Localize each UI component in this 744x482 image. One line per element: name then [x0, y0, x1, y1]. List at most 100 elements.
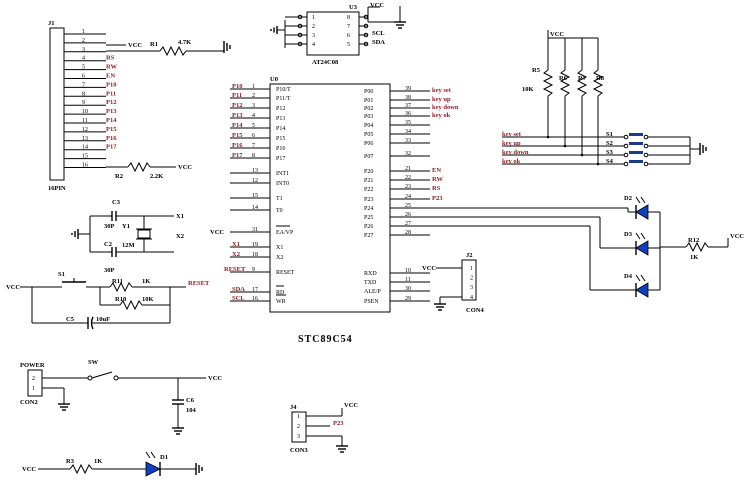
u0-pin-number: 8: [252, 153, 255, 159]
j1-pin-number: 13: [82, 136, 88, 142]
u0-pin-name: P00: [364, 89, 373, 95]
pullup-resistor: [592, 69, 604, 97]
u0-pin-name: P01: [364, 98, 373, 104]
j1-pin-number: 14: [82, 145, 88, 151]
x2-net: X2: [176, 233, 184, 240]
r1-ref: R1: [150, 41, 158, 48]
u0-pin-name: INT1: [276, 171, 289, 177]
r3-value: 1K: [94, 458, 102, 465]
vcc-label: VCC: [370, 2, 384, 9]
u0-pin-number: 22: [405, 175, 411, 181]
u0-pin-number: 31: [252, 227, 258, 233]
r1-resistor: VCC R1 4.7K: [106, 39, 231, 57]
r10-ref: R10: [115, 296, 126, 303]
switch-ref: S2: [606, 140, 613, 147]
u0-pin-number: 11: [405, 277, 411, 283]
u0-pin-name: P26: [364, 224, 373, 230]
j2-name: CON4: [466, 307, 484, 314]
pin-dot: [297, 32, 303, 38]
u0-pin-number: 33: [405, 138, 411, 144]
u0-pin-name: PSEN: [364, 299, 379, 305]
u0-pin-number: 24: [405, 194, 411, 200]
pullup-resistor: [542, 69, 554, 97]
u0-pin-name: P06: [364, 141, 373, 147]
d1-ref: D1: [160, 454, 168, 461]
led-ref: D2: [624, 195, 632, 202]
u0-pin-name: P25: [364, 215, 373, 221]
j2-body: [461, 259, 477, 301]
x1-net: X1: [176, 213, 184, 220]
u0-pin-name: P13: [276, 116, 285, 122]
switch-contact: [643, 152, 649, 158]
u0-pin-name: P12: [276, 106, 285, 112]
u0-pin-name: P22: [364, 187, 373, 193]
pin-dot: [363, 23, 369, 29]
pushbutton-icon: [629, 142, 643, 145]
y1-value: 12M: [122, 242, 135, 249]
j1-pin-number: 5: [82, 65, 85, 71]
j1-pin-number: 12: [82, 127, 88, 133]
pin-dot: [297, 41, 303, 47]
u3-scl-net: SCL: [372, 30, 385, 37]
u0-pin-name: EA/VP: [276, 230, 294, 236]
j1-pin-number: 4: [82, 56, 85, 62]
power-jack: [27, 369, 43, 397]
u3-pin-number: 1: [312, 15, 315, 21]
u0-left-net: P15: [232, 132, 243, 139]
r11-value: 1K: [142, 278, 150, 285]
j1-name: 16PIN: [48, 185, 66, 192]
u0-pin-name: P10/T: [276, 87, 291, 93]
switch-ref: S4: [606, 158, 614, 165]
j4-pin-number: 2: [297, 424, 300, 430]
u0-left-net: X1: [232, 241, 240, 248]
u0-pin-name: T1: [276, 196, 283, 202]
power-circuit: POWER CON2 2 1 SW VCC C6 104: [20, 359, 222, 435]
c2-ref: C2: [104, 241, 112, 248]
r7-ref: R7: [578, 75, 587, 82]
u3-pin-number: 3: [312, 33, 315, 39]
u0-pin-number: 17: [252, 287, 258, 293]
led-icon: [635, 204, 649, 220]
u0-pin-number: 39: [405, 86, 411, 92]
j2-pin-number: 2: [470, 276, 473, 282]
crystal-circuit: C3 30P X1 C2 30P X2 Y1 12M: [71, 199, 184, 274]
u0-pin-name: RD: [276, 290, 285, 296]
u0-right-net: EN: [432, 167, 441, 174]
j2-ref: J2: [466, 252, 473, 259]
j1-signal-label: P16: [106, 135, 117, 142]
u0-left-net: P10: [232, 83, 242, 90]
r5-value: 10K: [522, 86, 534, 93]
r2-value: 2.2K: [150, 173, 163, 180]
key-net-label: key ok: [502, 158, 521, 165]
j1-signal-label: P11: [106, 90, 116, 97]
u0-pin-number: 15: [252, 193, 258, 199]
u0-pin-number: 13: [252, 168, 258, 174]
j4-name: CON3: [290, 447, 308, 454]
pushbutton-icon: [629, 151, 643, 154]
u0-pin-number: 19: [252, 242, 258, 248]
led-arrow: [640, 196, 646, 204]
u3-pin-number: 8: [347, 15, 350, 21]
j1-pin-number: 15: [82, 154, 88, 160]
u0-pin-name: P02: [364, 106, 373, 112]
vcc-label: VCC: [550, 31, 564, 38]
pin-dot: [363, 41, 369, 47]
reset-circuit: VCC S1 R11 1K RESET R10 10K C5 10uF: [6, 271, 210, 330]
j4-connector: J4 CON3 123 VCC P23: [290, 402, 358, 454]
r6-ref: R6: [559, 75, 568, 82]
j4-pin-number: 3: [297, 434, 300, 440]
power-pin-1: 1: [32, 386, 35, 392]
u3-pin-number: 5: [347, 42, 350, 48]
r12-ref: R12: [688, 237, 699, 244]
j1-pin-number: 16: [82, 163, 88, 169]
junction: [546, 135, 550, 139]
j2-pin-number: 3: [470, 285, 473, 291]
vcc-label: VCC: [6, 284, 20, 291]
u0-pin-number: 5: [252, 123, 255, 129]
c6-value: 104: [186, 407, 197, 414]
u0-pin-number: 25: [405, 203, 411, 209]
u3-name: AT24C08: [312, 59, 339, 66]
u0-pin-number: 21: [405, 166, 411, 172]
